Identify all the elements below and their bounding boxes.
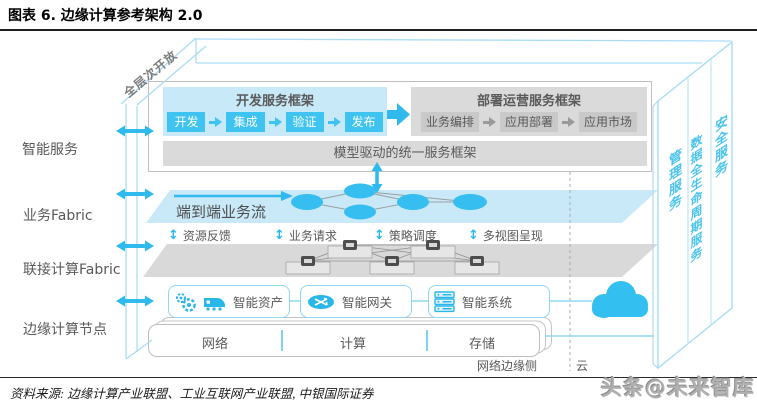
dev-step: 验证 [285,112,324,132]
infra-compute: 计算 [339,337,367,352]
deploy-steps-row: 业务编排 应用部署 应用市场 [411,112,647,132]
cloud-icon [592,281,648,318]
deploy-framework-title: 部署运营服务框架 [476,94,581,109]
router-icon [308,294,334,309]
stack-separator [426,330,428,351]
updown-arrow-icon: ↕ [374,228,385,243]
exchange-item-business-request: ↕ 业务请求 [274,227,337,244]
right-arrow-icon [209,117,223,127]
updown-arrow-icon: ↕ [468,228,479,243]
stack-separator [281,330,283,351]
deploy-step: 业务编排 [420,112,479,132]
train-icon [204,297,225,311]
dev-step: 发布 [344,112,383,132]
right-arrow-icon [562,117,575,127]
server-rack-icon [434,290,455,312]
exchange-label: 业务请求 [288,229,337,243]
dev-step: 开发 [167,112,206,132]
source-note: 资料来源: 边缘计算产业联盟、工业互联网产业联盟, 中银国际证券 [10,387,374,401]
exchange-item-policy-schedule: ↕ 策略调度 [374,227,437,244]
exchange-item-resource-feedback: ↕ 资源反馈 [168,227,231,244]
infrastructure-stack: 网络 计算 存储 [148,324,540,357]
right-arrow-icon [327,117,341,127]
service-data-lifecycle: 数据全生命周期服务 [689,131,703,267]
connect-compute-fabric-band [143,244,658,277]
title-divider [0,29,757,31]
gears-icon [176,292,196,312]
edge-node-label: 智能资产 [233,295,284,310]
figure-title: 图表 6. 边缘计算参考架构 2.0 [8,8,203,24]
unified-service-framework-bar: 模型驱动的统一服务框架 [163,141,647,166]
zone-label-network-edge: 网络边缘侧 [477,359,538,373]
service-framework-container: 开发服务框架 开发 集成 验证 发布 部署运营服务框架 业务编排 应用部署 应用… [148,81,652,172]
infra-storage: 存储 [468,337,496,352]
exchange-label: 资源反馈 [182,229,231,243]
exchange-item-multiview: ↕ 多视图呈现 [468,227,543,244]
edge-node-smart-gateway: 智能网关 [300,285,412,318]
end-to-end-flow-label: 端到端业务流 [176,203,267,221]
deploy-step: 应用市场 [579,112,638,132]
layer-label-intelligent-services: 智能服务 [22,142,78,158]
right-arrow-icon [268,117,282,127]
zone-label-cloud: 云 [576,359,589,373]
deploy-step: 应用部署 [499,112,558,132]
right-arrow-icon [482,117,496,127]
edge-node-smart-system: 智能系统 [428,285,550,318]
watermark: 头条@未来智库 [601,376,755,400]
updown-arrow-icon: ↕ [274,228,285,243]
layer-label-business-fabric: 业务Fabric [23,208,93,224]
updown-arrow-icon: ↕ [168,228,179,243]
edge-node-label: 智能系统 [462,295,513,310]
service-management: 管理服务 [666,146,681,217]
dev-step: 集成 [226,112,265,132]
edge-node-label: 智能网关 [342,295,393,310]
service-security: 安全服务 [712,112,727,183]
source-divider [0,377,757,378]
layer-label-edge-nodes: 边缘计算节点 [23,322,107,338]
deploy-ops-service-framework: 部署运营服务框架 业务编排 应用部署 应用市场 [411,87,647,136]
layer-label-connect-compute-fabric: 联接计算Fabric [23,262,121,278]
dev-framework-title: 开发服务框架 [235,94,314,109]
infra-network: 网络 [201,337,229,352]
dev-service-framework: 开发服务框架 开发 集成 验证 发布 [163,87,387,136]
exchange-label: 策略调度 [388,229,437,243]
edge-node-smart-assets: 智能资产 [168,285,290,318]
exchange-label: 多视图呈现 [482,229,543,243]
dev-steps-row: 开发 集成 验证 发布 [163,112,387,132]
